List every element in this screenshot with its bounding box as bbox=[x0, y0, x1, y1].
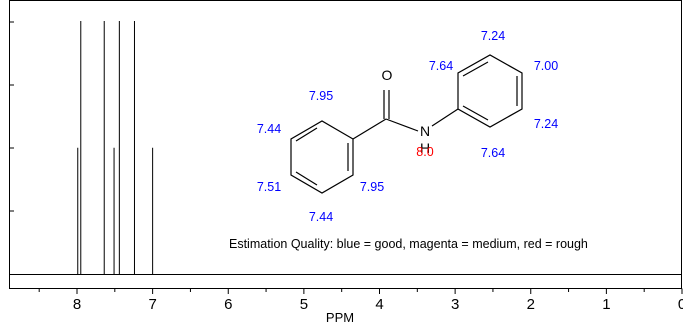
x-axis-title: PPM bbox=[326, 310, 354, 325]
x-tick-label: 4 bbox=[375, 296, 383, 313]
anilide-ring bbox=[457, 54, 523, 128]
nitrogen-to-ring-bond bbox=[431, 108, 459, 127]
nitrogen-atom: N bbox=[420, 123, 430, 139]
x-tick-label: 2 bbox=[527, 296, 535, 313]
x-tick-label: 3 bbox=[451, 296, 459, 313]
shift-label: 7.95 bbox=[360, 180, 384, 194]
shift-label: 7.44 bbox=[257, 122, 281, 136]
x-tick-label: 6 bbox=[224, 296, 232, 313]
x-axis-ticks: 8 7 6 5 4 3 2 1 0 bbox=[38, 288, 683, 313]
ring-to-carbonyl-bond bbox=[352, 118, 387, 140]
x-tick-label: 1 bbox=[602, 296, 610, 313]
shift-label: 7.95 bbox=[309, 89, 333, 103]
x-tick-label: 0 bbox=[678, 296, 683, 313]
shift-label: 7.64 bbox=[429, 59, 453, 73]
shift-label: 7.24 bbox=[534, 117, 558, 131]
x-tick-label: 7 bbox=[148, 296, 156, 313]
shift-label: 7.24 bbox=[481, 29, 505, 43]
shift-label: 8.0 bbox=[416, 145, 433, 159]
estimation-quality-legend: Estimation Quality: blue = good, magenta… bbox=[229, 237, 588, 251]
oxygen-atom: O bbox=[382, 67, 393, 83]
shift-label: 7.64 bbox=[481, 146, 505, 160]
carbonyl-to-nitrogen-bond bbox=[385, 118, 419, 132]
shift-label: 7.00 bbox=[534, 59, 558, 73]
shift-label: 7.51 bbox=[257, 180, 281, 194]
peak-group bbox=[77, 21, 154, 275]
x-tick-label: 8 bbox=[73, 296, 81, 313]
y-axis-ticks bbox=[9, 21, 14, 212]
benzoyl-ring bbox=[290, 120, 354, 194]
x-tick-label: 5 bbox=[300, 296, 308, 313]
hydrogen-atom: H bbox=[420, 140, 430, 156]
shift-label: 7.44 bbox=[309, 210, 333, 224]
plot-frame bbox=[9, 0, 682, 289]
shift-labels: 7.95 7.44 7.51 7.44 7.95 8.0 7.64 7.24 7… bbox=[257, 29, 558, 224]
molecule-structure bbox=[290, 54, 523, 194]
